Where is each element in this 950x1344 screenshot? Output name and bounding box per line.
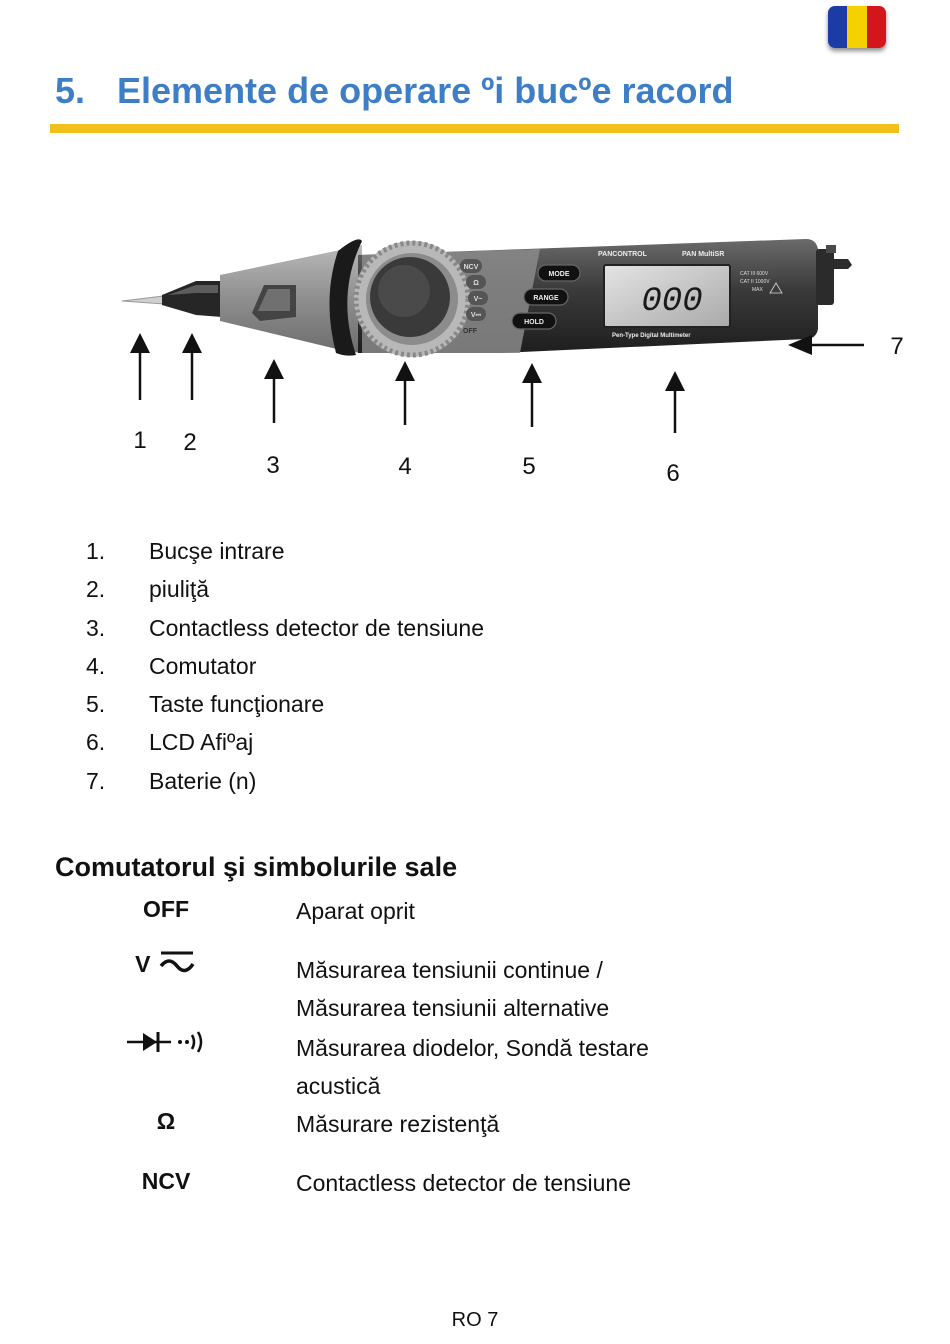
legend-number: 4. [86,652,106,679]
page-number: RO 7 [451,1309,499,1331]
off-description: Aparat oprit [296,898,415,924]
callout-4: 4 [398,453,411,480]
legend-text: Contactless detector de tensiune [149,614,484,641]
device-subtitle: Pen-Type Digital Multimeter [612,333,691,339]
warning-triangle-icon [769,282,783,294]
rotary-dial [353,240,471,358]
multimeter-illustration: NCV Ω V~ V⎓ OFF MODE RANGE HOLD PANCONTR… [121,239,904,487]
dial-label-ohm: Ω [473,280,479,287]
ncv-symbol: NCV [141,1168,191,1194]
voltage-symbol: V [120,950,212,978]
legend-text: Baterie (n) [149,767,257,794]
voltage-description-1: Măsurarea tensiunii continue / [296,957,603,983]
lcd-reading: 000 [641,283,702,321]
grip-ring [329,239,362,356]
off-symbol: OFF [143,896,189,922]
hold-button[interactable] [511,312,557,330]
symbols-heading: Comutatorul şi simbolurile sale [55,852,458,882]
range-button-label: RANGE [533,295,559,302]
lcd-display: 000 [603,264,731,328]
legend-number: 3. [86,614,106,641]
callout-5: 5 [522,453,535,480]
heading-rule [50,124,899,133]
callout-2: 2 [183,429,196,456]
callout-7: 7 [890,333,903,360]
dial-labels: NCV Ω V~ V⎓ OFF [460,259,488,335]
legend-text: Comutator [149,652,257,679]
cat-rating-3: MAX [752,287,764,293]
ncv-sensor-cone [220,245,362,353]
multimeter-figure: NCV Ω V~ V⎓ OFF MODE RANGE HOLD PANCONTR… [100,225,920,500]
legend-number: 1. [86,538,106,564]
section-number: 5. [55,70,86,111]
dial-label-ncv: NCV [464,264,479,271]
ncv-description: Contactless detector de tensiune [296,1170,631,1196]
callout-1: 1 [133,427,146,454]
diode-description-2: acustică [296,1073,381,1099]
legend-number: 7. [86,767,106,794]
mode-button-label: MODE [549,271,570,278]
legend-number: 6. [86,729,106,756]
diode-buzzer-svg [127,1031,203,1053]
ohm-description: Măsurare rezistenţă [296,1111,500,1137]
voltage-symbol-letter: V [135,951,151,977]
hold-button-label: HOLD [524,319,544,326]
section-title: Elemente de operare ºi bucºe racord [117,70,734,111]
legend-number: 2. [86,576,106,603]
dial-label-vdc: V⎓ [471,312,482,319]
range-button[interactable] [523,288,569,306]
mode-button[interactable] [537,264,581,282]
legend-number: 5. [86,691,106,718]
romania-flag-icon [828,6,886,48]
ac-dc-icon [159,951,195,973]
legend-text: LCD Afiºaj [149,729,254,756]
legend-text: piuliţă [149,576,210,603]
device-model: PAN MultiSR [682,251,724,258]
flag-stripe-red [866,6,886,48]
voltage-description-2: Măsurarea tensiunii alternative [296,995,610,1021]
cat-rating-1: CAT III 600V [740,271,769,277]
diode-buzzer-icon [120,1028,212,1062]
device-logo: PANCONTROL [598,251,648,258]
flag-stripe-yellow [847,6,867,48]
cat-rating-2: CAT II 1000V [740,279,770,285]
function-buttons: MODE RANGE HOLD [511,264,581,330]
dial-label-off: OFF [463,328,478,335]
probe-nut [162,281,222,317]
callout-6: 6 [666,460,679,487]
dial-label-vac: V~ [474,296,483,303]
callout-3: 3 [266,452,279,479]
ohm-symbol: Ω [156,1108,176,1134]
legend-text: Bucşe intrare [149,538,285,564]
callout-arrows [130,333,864,433]
battery-cap [816,245,852,305]
diode-description-1: Măsurarea diodelor, Sondă testare [296,1035,649,1061]
flag-stripe-blue [828,6,848,48]
legend-text: Taste funcţionare [149,691,325,718]
probe-tip [121,295,165,305]
section-heading: 5. Elemente de operare ºi bucºe racord [55,70,734,112]
